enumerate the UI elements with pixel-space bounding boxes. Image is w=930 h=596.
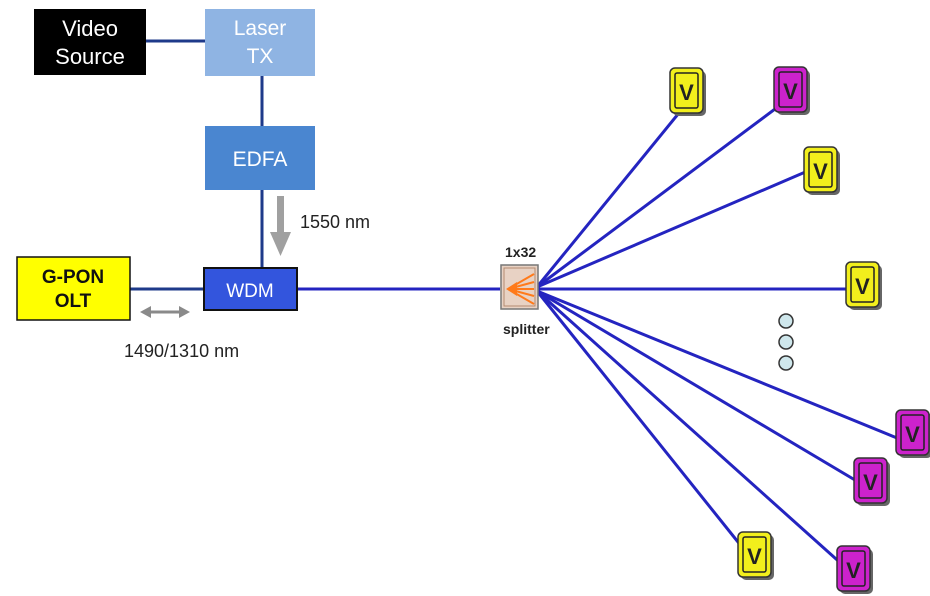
wavelength-1490-1310-label: 1490/1310 nm <box>124 341 239 361</box>
onu-terminal-icon: V <box>737 531 774 580</box>
splitter-fan-icon <box>506 273 535 305</box>
onu-glyph: V <box>679 80 694 105</box>
laser-tx-block: Laser TX <box>205 9 315 76</box>
drop-fiber <box>535 107 685 288</box>
onu-glyph: V <box>747 544 762 569</box>
olt-label-line2: OLT <box>55 291 92 312</box>
laser-tx-label-line2: TX <box>247 45 274 68</box>
drop-fibers <box>535 98 903 569</box>
drop-fiber <box>536 98 788 289</box>
video-source-label-line2: Source <box>55 44 125 69</box>
video-source-block: Video Source <box>34 9 146 75</box>
onu-terminal-icon: V <box>773 66 810 115</box>
splitter-label: splitter <box>503 321 550 337</box>
laser-tx-label-line1: Laser <box>234 17 287 40</box>
wavelength-1550-label: 1550 nm <box>300 212 370 232</box>
drop-fiber <box>535 290 752 558</box>
onu-glyph: V <box>905 422 920 447</box>
onu-glyph: V <box>863 470 878 495</box>
wdm-block: WDM <box>203 267 298 311</box>
drop-fiber <box>536 289 861 485</box>
onu-terminal-icon: V <box>836 545 873 594</box>
onu-terminal-icon: V <box>853 457 890 506</box>
onu-glyph: V <box>855 274 870 299</box>
onu-glyph: V <box>813 159 828 184</box>
drop-fiber <box>536 289 903 442</box>
onu-glyph: V <box>783 79 798 104</box>
bidirectional-arrow-icon <box>140 306 190 318</box>
olt-label-line1: G-PON <box>42 267 104 288</box>
splitter: 1x32 splitter <box>500 244 550 337</box>
onu-terminal-icon: V <box>669 67 706 116</box>
drop-fiber <box>536 168 811 289</box>
onu-terminal-icon: V <box>845 261 882 310</box>
onu-terminals: V V V V V V V V <box>669 66 930 594</box>
arrow-1550nm <box>270 196 291 256</box>
onu-glyph: V <box>846 558 861 583</box>
drop-fiber <box>535 289 847 569</box>
edfa-label: EDFA <box>233 148 288 171</box>
gpon-olt-block: G-PON OLT <box>16 256 131 321</box>
onu-terminal-icon: V <box>895 409 930 458</box>
splitter-body <box>500 264 539 310</box>
video-source-label-line1: Video <box>62 16 118 41</box>
splitter-ratio-label: 1x32 <box>505 244 536 260</box>
onu-terminal-icon: V <box>803 146 840 195</box>
more-onus-ellipsis-icon <box>778 313 794 371</box>
wdm-label: WDM <box>226 281 273 302</box>
edfa-block: EDFA <box>205 126 315 190</box>
